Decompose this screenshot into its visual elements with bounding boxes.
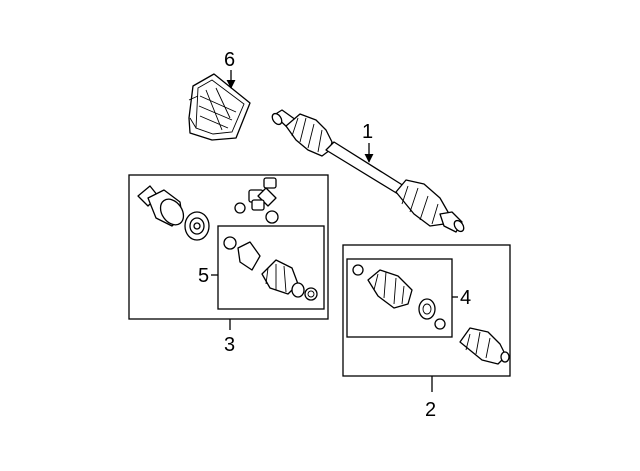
inner-joint-spider: [234, 177, 279, 224]
callout-1-label: 1: [362, 121, 373, 143]
callout-2-label: 2: [425, 399, 436, 421]
part-4-kit-box: [346, 258, 453, 338]
callout-4: 4: [452, 287, 471, 309]
callout-2: 2: [425, 376, 436, 421]
outer-joint-boot: [459, 327, 510, 365]
outer-boot-kit-parts: [352, 264, 446, 330]
callout-3-label: 3: [224, 334, 235, 356]
callout-1: 1: [362, 121, 374, 163]
inner-boot-kit-parts: [223, 236, 318, 301]
part-5-kit-box: [217, 225, 325, 310]
callout-3: 3: [224, 319, 235, 356]
axle-shaft-part: [271, 109, 465, 233]
heat-shield-part: [188, 73, 251, 141]
part-3-kit-box: [128, 174, 329, 320]
part-2-kit-box: [342, 244, 511, 377]
callout-6-label: 6: [224, 49, 235, 71]
inner-joint-housing: [137, 185, 185, 227]
callout-5-label: 5: [198, 265, 209, 287]
callout-6: 6: [224, 49, 236, 89]
callout-5: 5: [198, 265, 218, 287]
callout-4-label: 4: [460, 287, 471, 309]
inner-joint-bearing: [184, 211, 210, 241]
